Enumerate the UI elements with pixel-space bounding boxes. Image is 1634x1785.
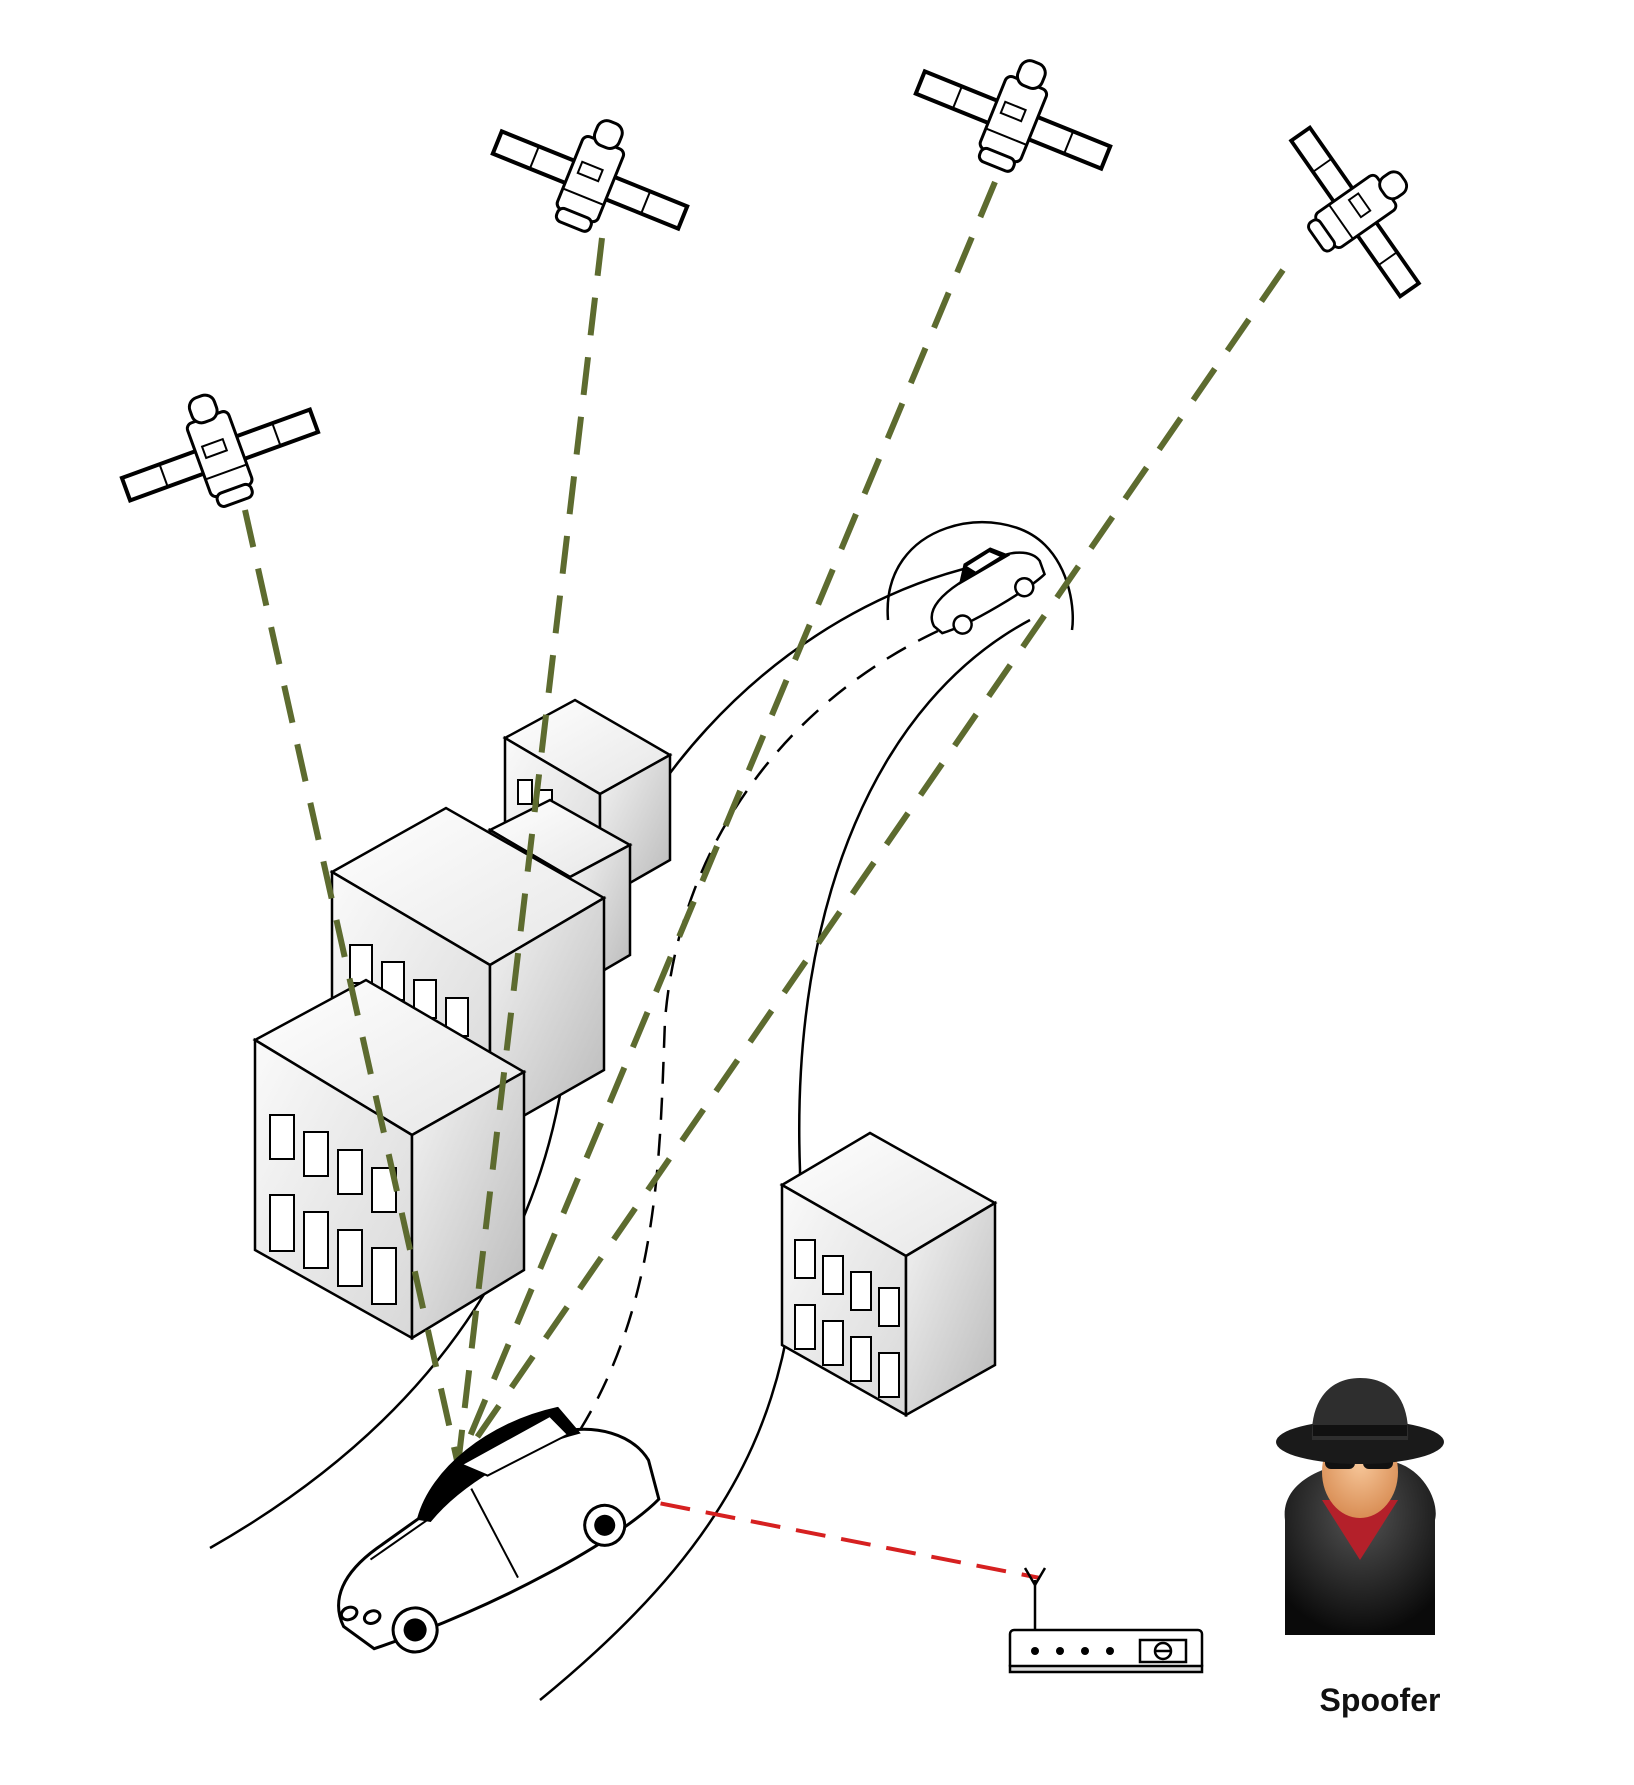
satellite-icon: [1259, 98, 1460, 319]
signal-line-4: [455, 268, 1286, 1467]
spoofer-label: Spoofer: [1319, 1682, 1441, 1718]
road-center-line: [578, 628, 941, 1431]
car-icon-distant: [930, 547, 1046, 635]
satellite-signals: [242, 180, 1286, 1467]
signal-line-3: [455, 180, 998, 1467]
satellite-icon: [899, 23, 1131, 206]
satellite-icon: [102, 360, 334, 539]
signal-line-2: [455, 237, 605, 1466]
signal-line-1: [242, 509, 461, 1466]
car-icon-victim: [337, 1406, 661, 1654]
road-right-edge: [539, 618, 1031, 1701]
curve-arc: [886, 521, 1074, 631]
spoofer-person-icon: [1276, 1378, 1444, 1635]
router-antenna-icon: [1008, 1567, 1204, 1674]
building-right: [779, 1131, 998, 1418]
satellite-icon: [476, 83, 708, 266]
